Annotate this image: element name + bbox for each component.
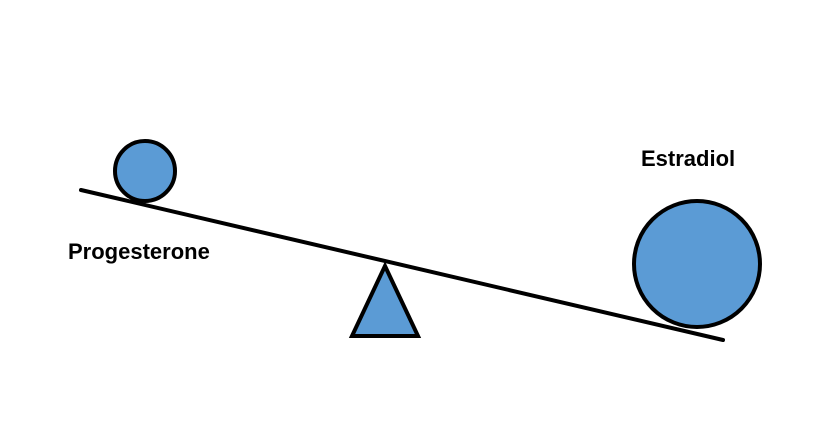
progesterone-label: Progesterone bbox=[68, 239, 210, 264]
fulcrum-triangle bbox=[348, 261, 422, 338]
seesaw-beam bbox=[79, 188, 725, 342]
estradiol-label: Estradiol bbox=[641, 146, 736, 171]
progesterone-circle bbox=[113, 139, 177, 203]
estradiol-circle bbox=[632, 199, 762, 329]
